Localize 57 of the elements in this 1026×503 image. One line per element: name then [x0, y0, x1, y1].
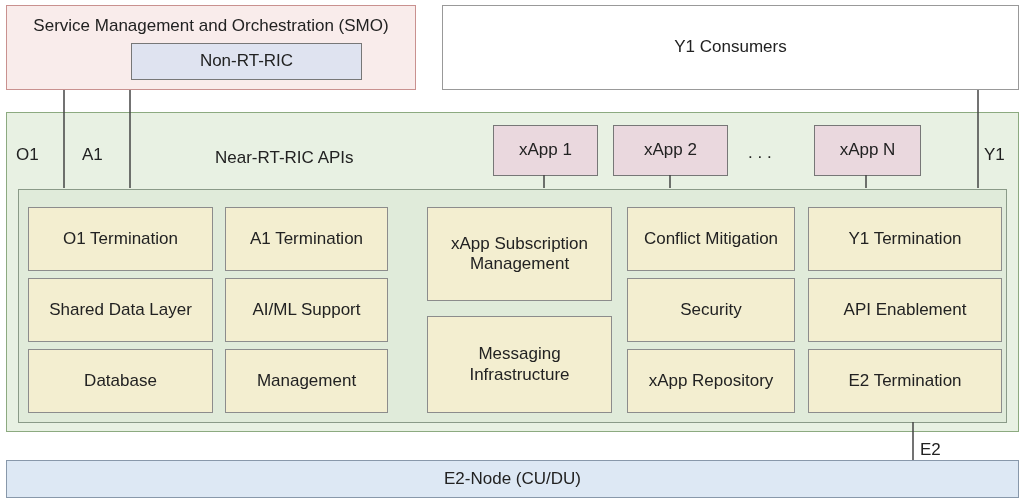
node-label: xApp N [838, 140, 897, 161]
node-label: A1 Termination [248, 228, 365, 250]
node-label: Management [255, 370, 358, 392]
function-box [627, 278, 795, 342]
node-label: O1 Termination [62, 228, 179, 250]
function-box [627, 349, 795, 413]
node-bar [6, 460, 1019, 498]
function-box [808, 278, 1002, 342]
function-box [225, 207, 388, 271]
node-label: xApp 2 [643, 140, 698, 161]
function-box [28, 278, 213, 342]
node-label: Messaging Infrastructure [468, 344, 571, 385]
connector-line [63, 89, 65, 189]
node-label: xApp 1 [518, 140, 573, 161]
node-label: Y1 Consumers [673, 37, 788, 58]
function-box [28, 207, 213, 271]
function-box [427, 207, 612, 301]
connector-line [912, 421, 914, 461]
connector-line [669, 174, 671, 189]
non-rt-ric-box [131, 43, 362, 80]
node-label: AI/ML Support [251, 299, 362, 321]
node-label: Service Management and Orchestration (SMO) [32, 16, 390, 37]
app-box [493, 125, 598, 176]
node-label: E2-Node (CU/DU) [443, 468, 582, 490]
node-label: E2 Termination [847, 370, 963, 392]
platform-panel [6, 112, 1019, 432]
node-label: Security [679, 299, 743, 321]
node-label: Y1 Termination [847, 228, 963, 250]
connector-line [977, 89, 979, 189]
edge-label: O1 [16, 145, 39, 166]
edge-label: A1 [82, 145, 103, 166]
smo-box [6, 5, 416, 90]
node-label: Near-RT-RIC APIs [215, 148, 354, 169]
function-box [808, 349, 1002, 413]
function-box [808, 207, 1002, 271]
node-label: xApp Subscription Management [450, 233, 589, 275]
function-box [627, 207, 795, 271]
edge-label: E2 [920, 440, 941, 461]
function-box [225, 349, 388, 413]
ellipsis-label: . . . [748, 143, 772, 164]
node-label: Conflict Mitigation [642, 228, 780, 250]
node-label: Database [83, 370, 158, 392]
consumer-box [442, 5, 1019, 90]
node-label: Non-RT-RIC [198, 51, 295, 72]
node-label: Shared Data Layer [48, 299, 193, 321]
edge-label: Y1 [984, 145, 1005, 166]
function-box [427, 316, 612, 413]
connector-line [543, 174, 545, 189]
app-box [613, 125, 728, 176]
function-panel [18, 189, 1007, 423]
function-box [28, 349, 213, 413]
connector-line [129, 89, 131, 189]
app-box [814, 125, 921, 176]
node-label: xApp Repository [647, 370, 775, 392]
function-box [225, 278, 388, 342]
node-label: API Enablement [842, 299, 968, 321]
connector-line [865, 174, 867, 189]
